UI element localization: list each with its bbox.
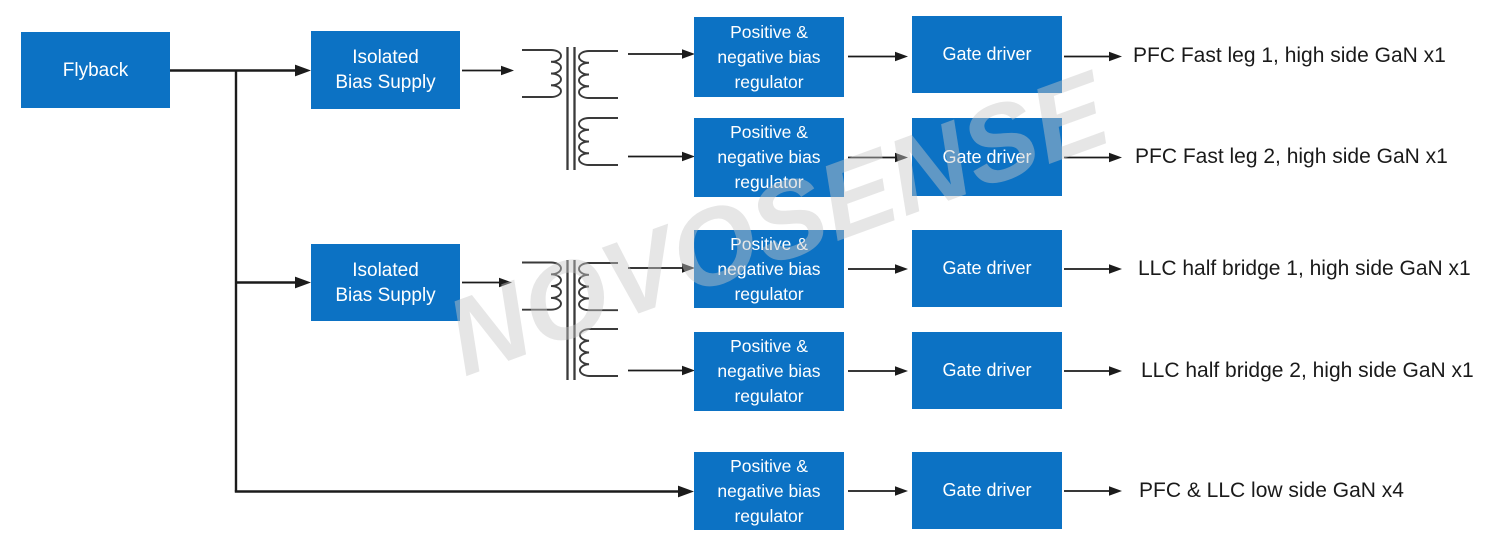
output-label-pfc-fast-leg-1: PFC Fast leg 1, high side GaN x1 bbox=[1133, 44, 1446, 67]
gate-driver-block-5: Gate driver bbox=[912, 452, 1062, 529]
gate-driver-block-1: Gate driver bbox=[912, 16, 1062, 93]
transformer-icon bbox=[522, 47, 618, 170]
gate-driver-block-4: Gate driver bbox=[912, 332, 1062, 409]
gate-driver-output-arrows bbox=[1064, 51, 1122, 496]
isolated-bias-supply-block-1: Isolated Bias Supply bbox=[311, 31, 460, 109]
output-label-low-side-gan: PFC & LLC low side GaN x4 bbox=[1139, 479, 1404, 502]
output-label-llc-half-bridge-1: LLC half bridge 1, high side GaN x1 bbox=[1138, 257, 1471, 280]
transformer-icon bbox=[522, 260, 618, 380]
gate-driver-block-3: Gate driver bbox=[912, 230, 1062, 307]
transformer-to-regulator-arrows bbox=[628, 49, 695, 376]
gate-driver-block-2: Gate driver bbox=[912, 118, 1062, 196]
bias-regulator-block-1: Positive & negative bias regulator bbox=[694, 17, 844, 97]
bias-supply-output-arrows bbox=[462, 65, 514, 288]
output-label-llc-half-bridge-2: LLC half bridge 2, high side GaN x1 bbox=[1141, 359, 1474, 382]
bias-regulator-block-2: Positive & negative bias regulator bbox=[694, 118, 844, 197]
output-label-pfc-fast-leg-2: PFC Fast leg 2, high side GaN x1 bbox=[1135, 145, 1448, 168]
bias-regulator-block-3: Positive & negative bias regulator bbox=[694, 230, 844, 308]
bias-regulator-block-5: Positive & negative bias regulator bbox=[694, 452, 844, 530]
bias-regulator-block-4: Positive & negative bias regulator bbox=[694, 332, 844, 411]
isolated-bias-supply-block-2: Isolated Bias Supply bbox=[311, 244, 460, 321]
regulator-to-gate-driver-arrows bbox=[848, 51, 908, 496]
flyback-feed-arrows bbox=[170, 64, 694, 498]
flyback-block: Flyback bbox=[21, 32, 170, 108]
